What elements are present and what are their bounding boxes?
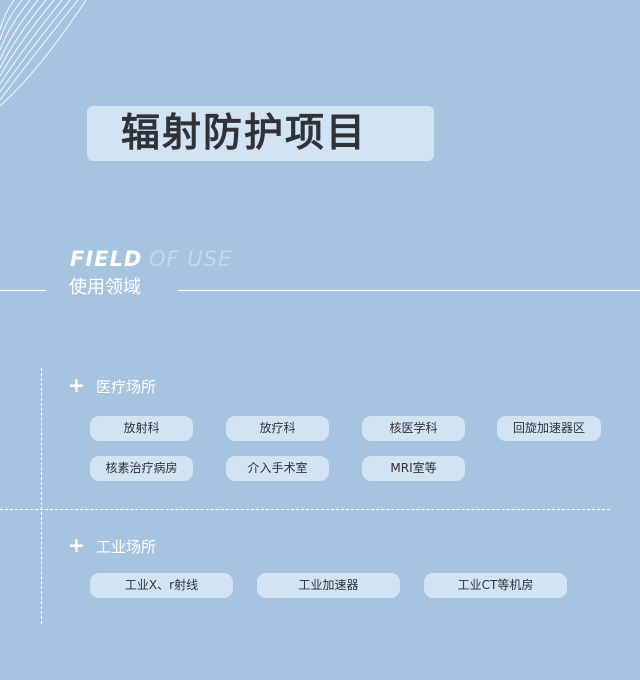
title-banner bbox=[87, 106, 434, 161]
field-of-use-heading: FIELD OF USE bbox=[70, 244, 232, 274]
wire-mesh-decoration bbox=[0, 0, 87, 107]
pill-interventional-or: 介入手术室 bbox=[226, 456, 329, 481]
medical-section-label: 医疗场所 bbox=[96, 378, 157, 396]
pill-industrial-accelerator: 工业加速器 bbox=[257, 573, 400, 598]
pill-nuclide-therapy-ward: 核素治疗病房 bbox=[90, 456, 193, 481]
pill-cyclotron-area: 回旋加速器区 bbox=[497, 416, 601, 441]
pill-industrial-ct: 工业CT等机房 bbox=[424, 573, 567, 598]
page-title: 辐射防护项目 bbox=[121, 111, 368, 156]
vertical-dashed-divider bbox=[41, 368, 42, 624]
pill-radiotherapy: 放疗科 bbox=[226, 416, 329, 441]
industrial-section-title: + 工业场所 bbox=[68, 533, 156, 557]
horizontal-dashed-divider bbox=[0, 509, 610, 510]
divider-left bbox=[0, 290, 46, 291]
medical-section-title: + 医疗场所 bbox=[68, 373, 156, 397]
pill-industrial-xray: 工业X、r射线 bbox=[90, 573, 233, 598]
field-of-use-light: OF USE bbox=[149, 247, 233, 271]
pill-mri-room: MRI室等 bbox=[362, 456, 465, 481]
industrial-section-label: 工业场所 bbox=[96, 538, 157, 556]
divider-right bbox=[178, 290, 640, 291]
field-of-use-cn: 使用领域 bbox=[69, 277, 141, 298]
field-of-use-strong: FIELD bbox=[70, 247, 143, 271]
plus-icon: + bbox=[68, 373, 85, 397]
pill-radiology: 放射科 bbox=[90, 416, 193, 441]
plus-icon: + bbox=[68, 533, 85, 557]
pill-nuclear-medicine: 核医学科 bbox=[362, 416, 465, 441]
